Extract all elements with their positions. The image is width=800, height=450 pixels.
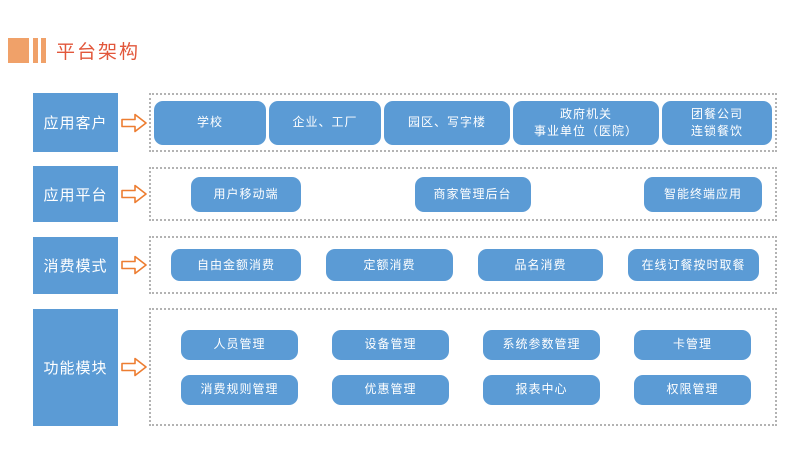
item-user-mobile: 用户移动端	[191, 176, 301, 212]
row-label-application-platform: 应用平台	[33, 166, 118, 222]
right-arrow-icon	[120, 182, 148, 206]
title-bar-icon	[33, 38, 38, 63]
item-catering-chain: 团餐公司 连锁餐饮	[662, 100, 772, 145]
item-enterprise-factory: 企业、工厂	[269, 100, 381, 145]
right-arrow-icon	[120, 111, 148, 135]
right-arrow-icon	[120, 253, 148, 277]
item-free-amount: 自由金额消费	[171, 249, 301, 281]
title-square-icon	[8, 38, 29, 63]
item-merchant-backend: 商家管理后台	[414, 176, 531, 212]
title-bar-icon	[41, 38, 46, 63]
application-customers-group: 学校 企业、工厂 园区、写字楼 政府机关 事业单位（医院） 团餐公司 连锁餐饮	[149, 93, 777, 152]
function-modules-group: 人员管理 设备管理 系统参数管理 卡管理 消费规则管理 优惠管理 报表中心 权限…	[149, 308, 777, 426]
item-online-order-pickup: 在线订餐按时取餐	[628, 249, 759, 281]
item-school: 学校	[154, 100, 266, 145]
item-report-center: 报表中心	[483, 374, 600, 405]
row-label-application-customers: 应用客户	[33, 93, 118, 152]
row-function-modules: 功能模块 人员管理 设备管理 系统参数管理 卡管理 消费规则管理 优惠管理 报表…	[0, 308, 800, 426]
item-fixed-amount: 定额消费	[326, 249, 453, 281]
row-application-platform: 应用平台 用户移动端 商家管理后台 智能终端应用	[0, 166, 800, 222]
item-smart-terminal: 智能终端应用	[644, 176, 762, 212]
row-application-customers: 应用客户 学校 企业、工厂 园区、写字楼 政府机关 事业单位（医院） 团餐公司 …	[0, 93, 800, 152]
item-personnel-mgmt: 人员管理	[181, 329, 298, 360]
consumption-modes-group: 自由金额消费 定额消费 品名消费 在线订餐按时取餐	[149, 236, 777, 294]
item-product-name: 品名消费	[478, 249, 603, 281]
item-system-params-mgmt: 系统参数管理	[483, 329, 600, 360]
item-discount-mgmt: 优惠管理	[332, 374, 449, 405]
item-government-hospital: 政府机关 事业单位（医院）	[513, 100, 659, 145]
right-arrow-icon	[120, 355, 148, 379]
item-permission-mgmt: 权限管理	[634, 374, 751, 405]
function-modules-subrow-2: 消费规则管理 优惠管理 报表中心 权限管理	[181, 374, 751, 405]
page-title: 平台架构	[56, 42, 141, 63]
row-consumption-modes: 消费模式 自由金额消费 定额消费 品名消费 在线订餐按时取餐	[0, 236, 800, 294]
item-card-mgmt: 卡管理	[634, 329, 751, 360]
item-device-mgmt: 设备管理	[332, 329, 449, 360]
item-consumption-rules-mgmt: 消费规则管理	[181, 374, 298, 405]
slide-title-block: 平台架构	[8, 37, 140, 64]
row-label-consumption-modes: 消费模式	[33, 236, 118, 294]
application-platform-group: 用户移动端 商家管理后台 智能终端应用	[149, 167, 777, 221]
architecture-diagram: 应用客户 学校 企业、工厂 园区、写字楼 政府机关 事业单位（医院） 团餐公司 …	[0, 93, 800, 440]
row-label-function-modules: 功能模块	[33, 308, 118, 426]
function-modules-subrow-1: 人员管理 设备管理 系统参数管理 卡管理	[181, 329, 751, 360]
item-park-office: 园区、写字楼	[384, 100, 510, 145]
